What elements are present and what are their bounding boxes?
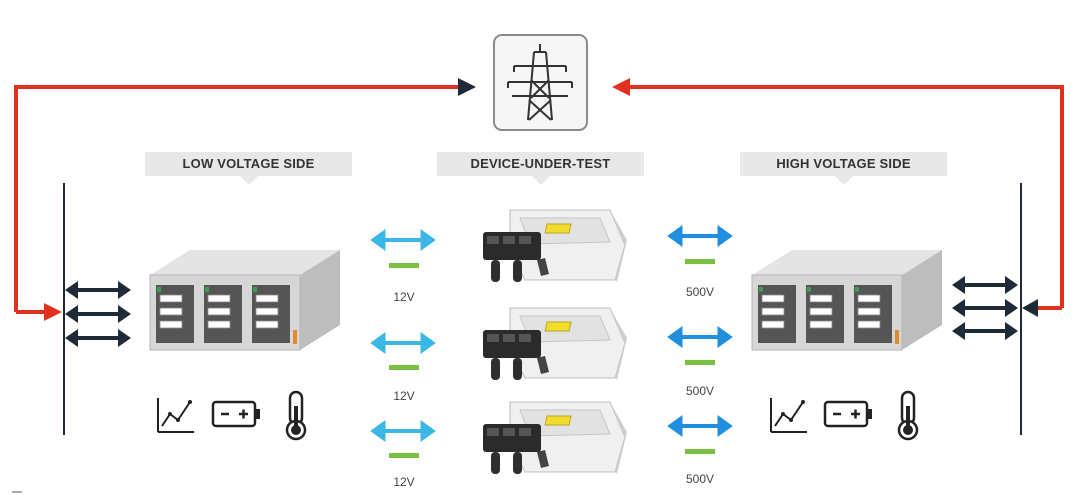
high-side-bus-arrows bbox=[950, 274, 1020, 342]
thermometer-icon bbox=[285, 390, 307, 441]
low-voltage-power-supply bbox=[149, 249, 341, 351]
low-side-bus-arrows bbox=[63, 279, 133, 349]
low-voltage-value: 12V bbox=[393, 475, 415, 489]
device-under-test-label: DEVICE-UNDER-TEST bbox=[437, 152, 644, 185]
low-voltage-value: 12V bbox=[393, 290, 415, 304]
device-under-test-1 bbox=[482, 209, 628, 283]
high-voltage-side-label: HIGH VOLTAGE SIDE bbox=[740, 152, 947, 185]
device-under-test-3 bbox=[482, 401, 628, 475]
low-voltage-side-label: LOW VOLTAGE SIDE bbox=[145, 152, 352, 185]
low-voltage-value: 12V bbox=[393, 389, 415, 403]
battery-icon bbox=[211, 400, 262, 428]
voltage-markers bbox=[389, 259, 715, 458]
grid-feedback-arrow-left bbox=[14, 78, 476, 321]
power-pylon-icon bbox=[507, 44, 573, 121]
high-voltage-value: 500V bbox=[685, 285, 715, 299]
low-side-link-arrows bbox=[369, 228, 437, 443]
device-under-test-2 bbox=[482, 307, 628, 381]
high-voltage-power-supply bbox=[751, 249, 943, 351]
thermometer-icon bbox=[897, 390, 919, 441]
line-chart-icon bbox=[770, 397, 808, 433]
high-voltage-value: 500V bbox=[685, 384, 715, 398]
battery-icon bbox=[823, 400, 874, 428]
grid-feedback-arrow-right bbox=[612, 78, 1064, 317]
high-side-link-arrows bbox=[666, 224, 734, 438]
high-voltage-value: 500V bbox=[685, 472, 715, 486]
power-grid-box bbox=[493, 34, 588, 131]
line-chart-icon bbox=[157, 397, 195, 433]
